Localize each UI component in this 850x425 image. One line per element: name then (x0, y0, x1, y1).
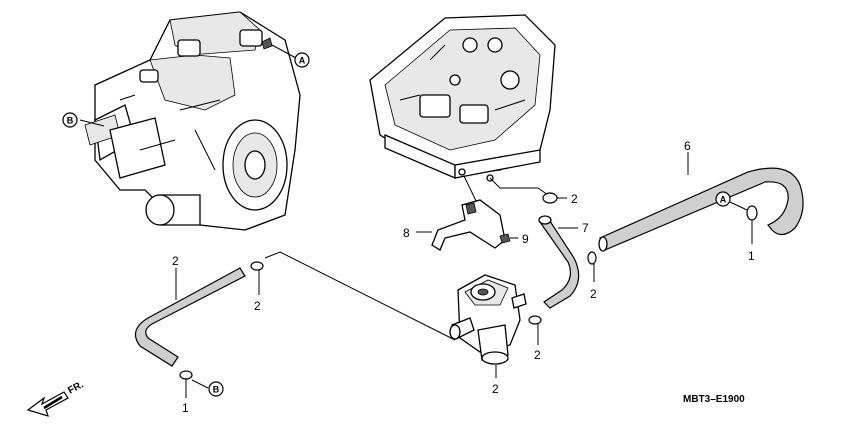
callout-8: 8 (403, 226, 410, 240)
front-label: FR. (66, 379, 86, 396)
callout-4: 2 (492, 382, 499, 396)
svg-text:B: B (213, 385, 220, 395)
diagram-code: MBT3–E1900 (683, 394, 745, 405)
bracket-8 (416, 199, 506, 251)
clamp-2-left (250, 261, 264, 295)
clamp-3 (542, 192, 567, 204)
callout-2c: 2 (590, 287, 597, 301)
callout-1a: 1 (182, 401, 189, 415)
hose-7 (538, 215, 580, 309)
bolt-9 (499, 233, 518, 244)
ref-a-right: A (715, 191, 731, 207)
clamp-2-right (587, 251, 597, 282)
callout-2a: 2 (254, 299, 261, 313)
crankcase-illustration (369, 14, 556, 196)
callout-1b: 1 (748, 249, 755, 263)
ref-a-top: A (294, 52, 310, 68)
clamp-1-right (729, 201, 758, 244)
engine-illustration (79, 11, 301, 231)
leader-crankcase-bracket (463, 175, 479, 206)
callout-2b: 2 (534, 348, 541, 362)
callout-7: 7 (582, 221, 589, 235)
svg-text:B: B (67, 116, 74, 126)
hose-6 (598, 167, 804, 252)
callout-6: 6 (684, 139, 691, 153)
clamp-2-middle (528, 315, 542, 345)
air-valve-4 (449, 274, 527, 378)
svg-text:A: A (720, 195, 727, 205)
callout-5: 2 (172, 254, 179, 268)
connect-line-valve (264, 251, 456, 341)
svg-text:A: A (299, 56, 306, 66)
hose-5 (134, 267, 246, 367)
ref-b-bottom: B (208, 381, 224, 397)
callout-9: 9 (522, 232, 529, 246)
ref-b-left: B (62, 112, 78, 128)
clamp-1-left (179, 370, 209, 398)
front-direction-arrow (26, 391, 69, 417)
callout-3: 2 (571, 192, 578, 206)
